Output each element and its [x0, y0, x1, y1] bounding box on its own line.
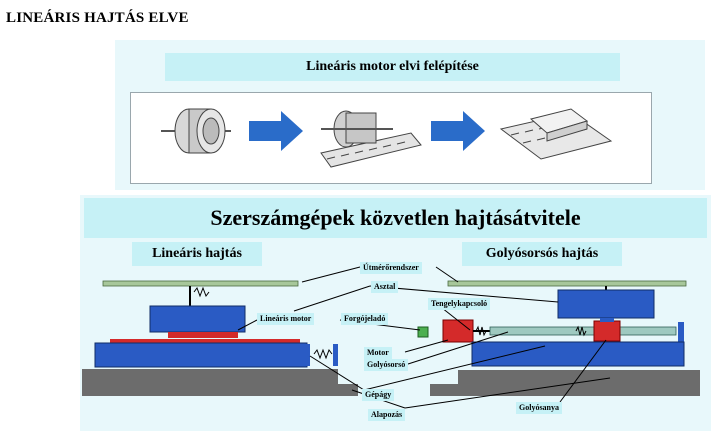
right-measuring-rail: [447, 280, 687, 287]
leader-lines: [237, 266, 611, 409]
motor-principle-figure: [130, 92, 652, 184]
unrolled-motor-icon: [320, 110, 422, 168]
page-title: LINEÁRIS HAJTÁS ELVE: [6, 10, 189, 26]
arrow-icon-1: [249, 111, 303, 151]
linear-motor-primary: [168, 332, 238, 338]
label-ball-nut: Golyósanya: [516, 402, 563, 414]
right-machine-bed: [471, 341, 685, 367]
label-table: Asztal: [371, 281, 399, 293]
left-machine-bed: [94, 342, 308, 368]
label-measuring-system: Útmérőrendszer: [360, 262, 422, 274]
label-coupling: Tengelykapcsoló: [428, 298, 491, 310]
linear-motor-icon: [499, 108, 613, 160]
principle-title: Lineáris motor elvi felépítése: [165, 53, 620, 81]
screw-bearing: [678, 322, 684, 342]
encoder-block: [417, 326, 429, 338]
motor-block: [442, 319, 474, 343]
drive-title: Szerszámgépek közvetlen hajtásátvitele: [84, 198, 707, 238]
left-measuring-rail: [102, 280, 299, 287]
linear-drive-heading: Lineáris hajtás: [132, 242, 262, 266]
left-foundation: [82, 369, 358, 396]
arrow-icon-2: [431, 111, 485, 151]
ballscrew-drive-heading: Golyósorsós hajtás: [462, 242, 622, 266]
right-foundation: [430, 370, 700, 396]
label-encoder: Forgójeladó: [341, 313, 389, 325]
left-table-block: [149, 305, 246, 333]
label-ball-screw: Golyósorsó: [364, 359, 409, 371]
ball-nut-block: [593, 320, 621, 342]
rotary-motor-icon: [161, 108, 231, 154]
right-table-block: [557, 289, 655, 319]
label-motor: Motor: [364, 347, 392, 359]
label-linear-motor: Lineáris motor: [257, 313, 315, 325]
label-foundation: Alapozás: [368, 409, 406, 421]
linear-motor-secondary: [110, 339, 300, 343]
motor-principle-illustration: [161, 108, 613, 168]
label-machine-bed: Gépágy: [362, 389, 395, 401]
